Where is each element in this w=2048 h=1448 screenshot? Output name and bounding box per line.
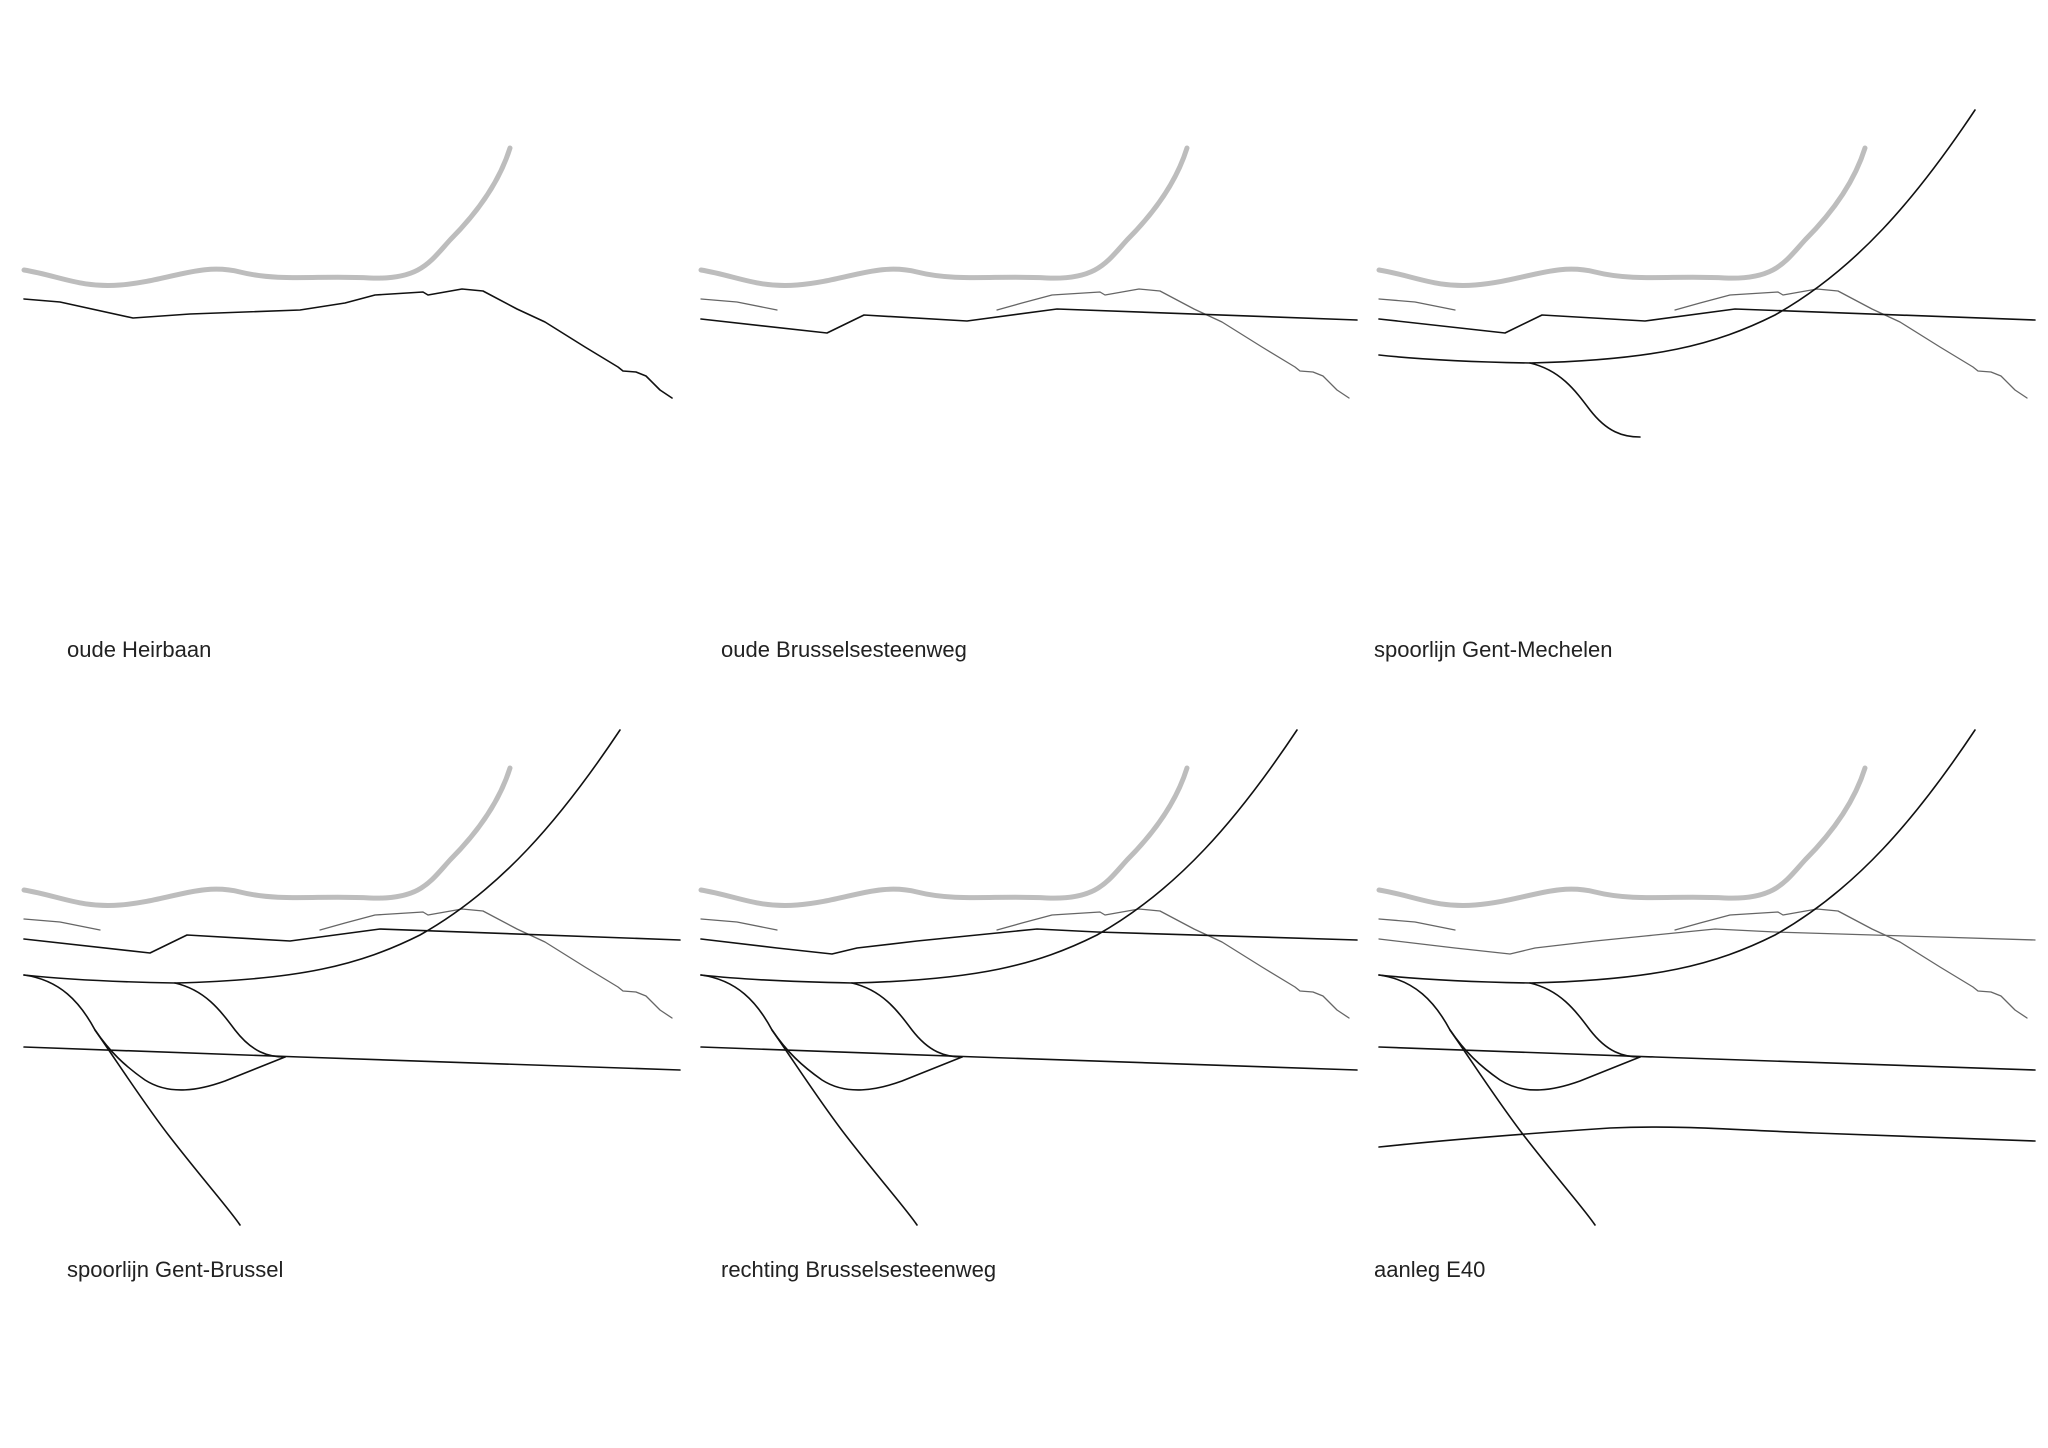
heirbaan-gray-path-west	[1378, 298, 1456, 311]
rail-gent-brussel-diagonal-path	[771, 1029, 918, 1226]
rail-gent-mechelen-branch-path	[1529, 362, 1641, 438]
steenweg-old-path	[1378, 308, 2036, 334]
river-path	[698, 765, 1190, 908]
heirbaan-gray-path-east	[996, 288, 1350, 399]
caption-oude-brusselsesteenweg: oude Brusselsesteenweg	[721, 637, 967, 662]
river-path	[1376, 145, 1868, 288]
river-path	[21, 765, 513, 908]
river-path	[1376, 765, 1868, 908]
heirbaan-gray-path-east	[319, 908, 673, 1019]
rail-gent-brussel-curve-path	[1378, 974, 1641, 1091]
rail-gent-mechelen-branch-path	[851, 982, 963, 1058]
rail-gent-mechelen-path	[700, 729, 1298, 984]
map-panel-3	[1376, 109, 2036, 438]
heirbaan-gray-path-west	[1378, 918, 1456, 931]
rail-gent-brussel-curve-path	[700, 974, 963, 1091]
rail-gent-brussel-path	[700, 1046, 1358, 1071]
highway-e40-path	[1378, 1126, 2036, 1148]
rail-gent-brussel-diagonal-path	[94, 1029, 241, 1226]
rail-gent-brussel-path	[1378, 1046, 2036, 1071]
caption-spoorlijn-gent-brussel: spoorlijn Gent-Brussel	[67, 1257, 284, 1282]
map-panel-6	[1376, 729, 2036, 1226]
steenweg-straightened-path	[700, 928, 1358, 955]
river-path	[21, 145, 513, 288]
heirbaan-gray-path-west	[700, 918, 778, 931]
caption-rechting-brusselsesteenweg: rechting Brusselsesteenweg	[721, 1257, 997, 1282]
heirbaan-gray-path-east	[996, 908, 1350, 1019]
caption-oude-heirbaan: oude Heirbaan	[67, 637, 212, 662]
map-panel-2	[698, 145, 1358, 399]
rail-gent-mechelen-branch-path	[1529, 982, 1641, 1058]
heirbaan-gray-path-east	[1674, 288, 2028, 399]
map-panel-5	[698, 729, 1358, 1226]
map-panel-1	[21, 145, 673, 399]
rail-gent-mechelen-path	[1378, 729, 1976, 984]
steenweg-old-path	[23, 928, 681, 954]
steenweg-old-path	[700, 308, 1358, 334]
rail-gent-mechelen-path	[1378, 109, 1976, 364]
rail-gent-mechelen-branch-path	[174, 982, 286, 1058]
heirbaan-path	[23, 288, 673, 399]
caption-spoorlijn-gent-mechelen: spoorlijn Gent-Mechelen	[1374, 637, 1613, 662]
river-path	[698, 145, 1190, 288]
rail-gent-brussel-diagonal-path	[1449, 1029, 1596, 1226]
heirbaan-gray-path-west	[700, 298, 778, 311]
rail-gent-brussel-path	[23, 1046, 681, 1071]
heirbaan-gray-path-east	[1674, 908, 2028, 1019]
heirbaan-gray-path-west	[23, 918, 101, 931]
map-panel-4	[21, 729, 681, 1226]
steenweg-straightened-gray-path	[1378, 928, 2036, 955]
rail-gent-brussel-curve-path	[23, 974, 286, 1091]
caption-aanleg-e40: aanleg E40	[1374, 1257, 1486, 1282]
rail-gent-mechelen-path	[23, 729, 621, 984]
